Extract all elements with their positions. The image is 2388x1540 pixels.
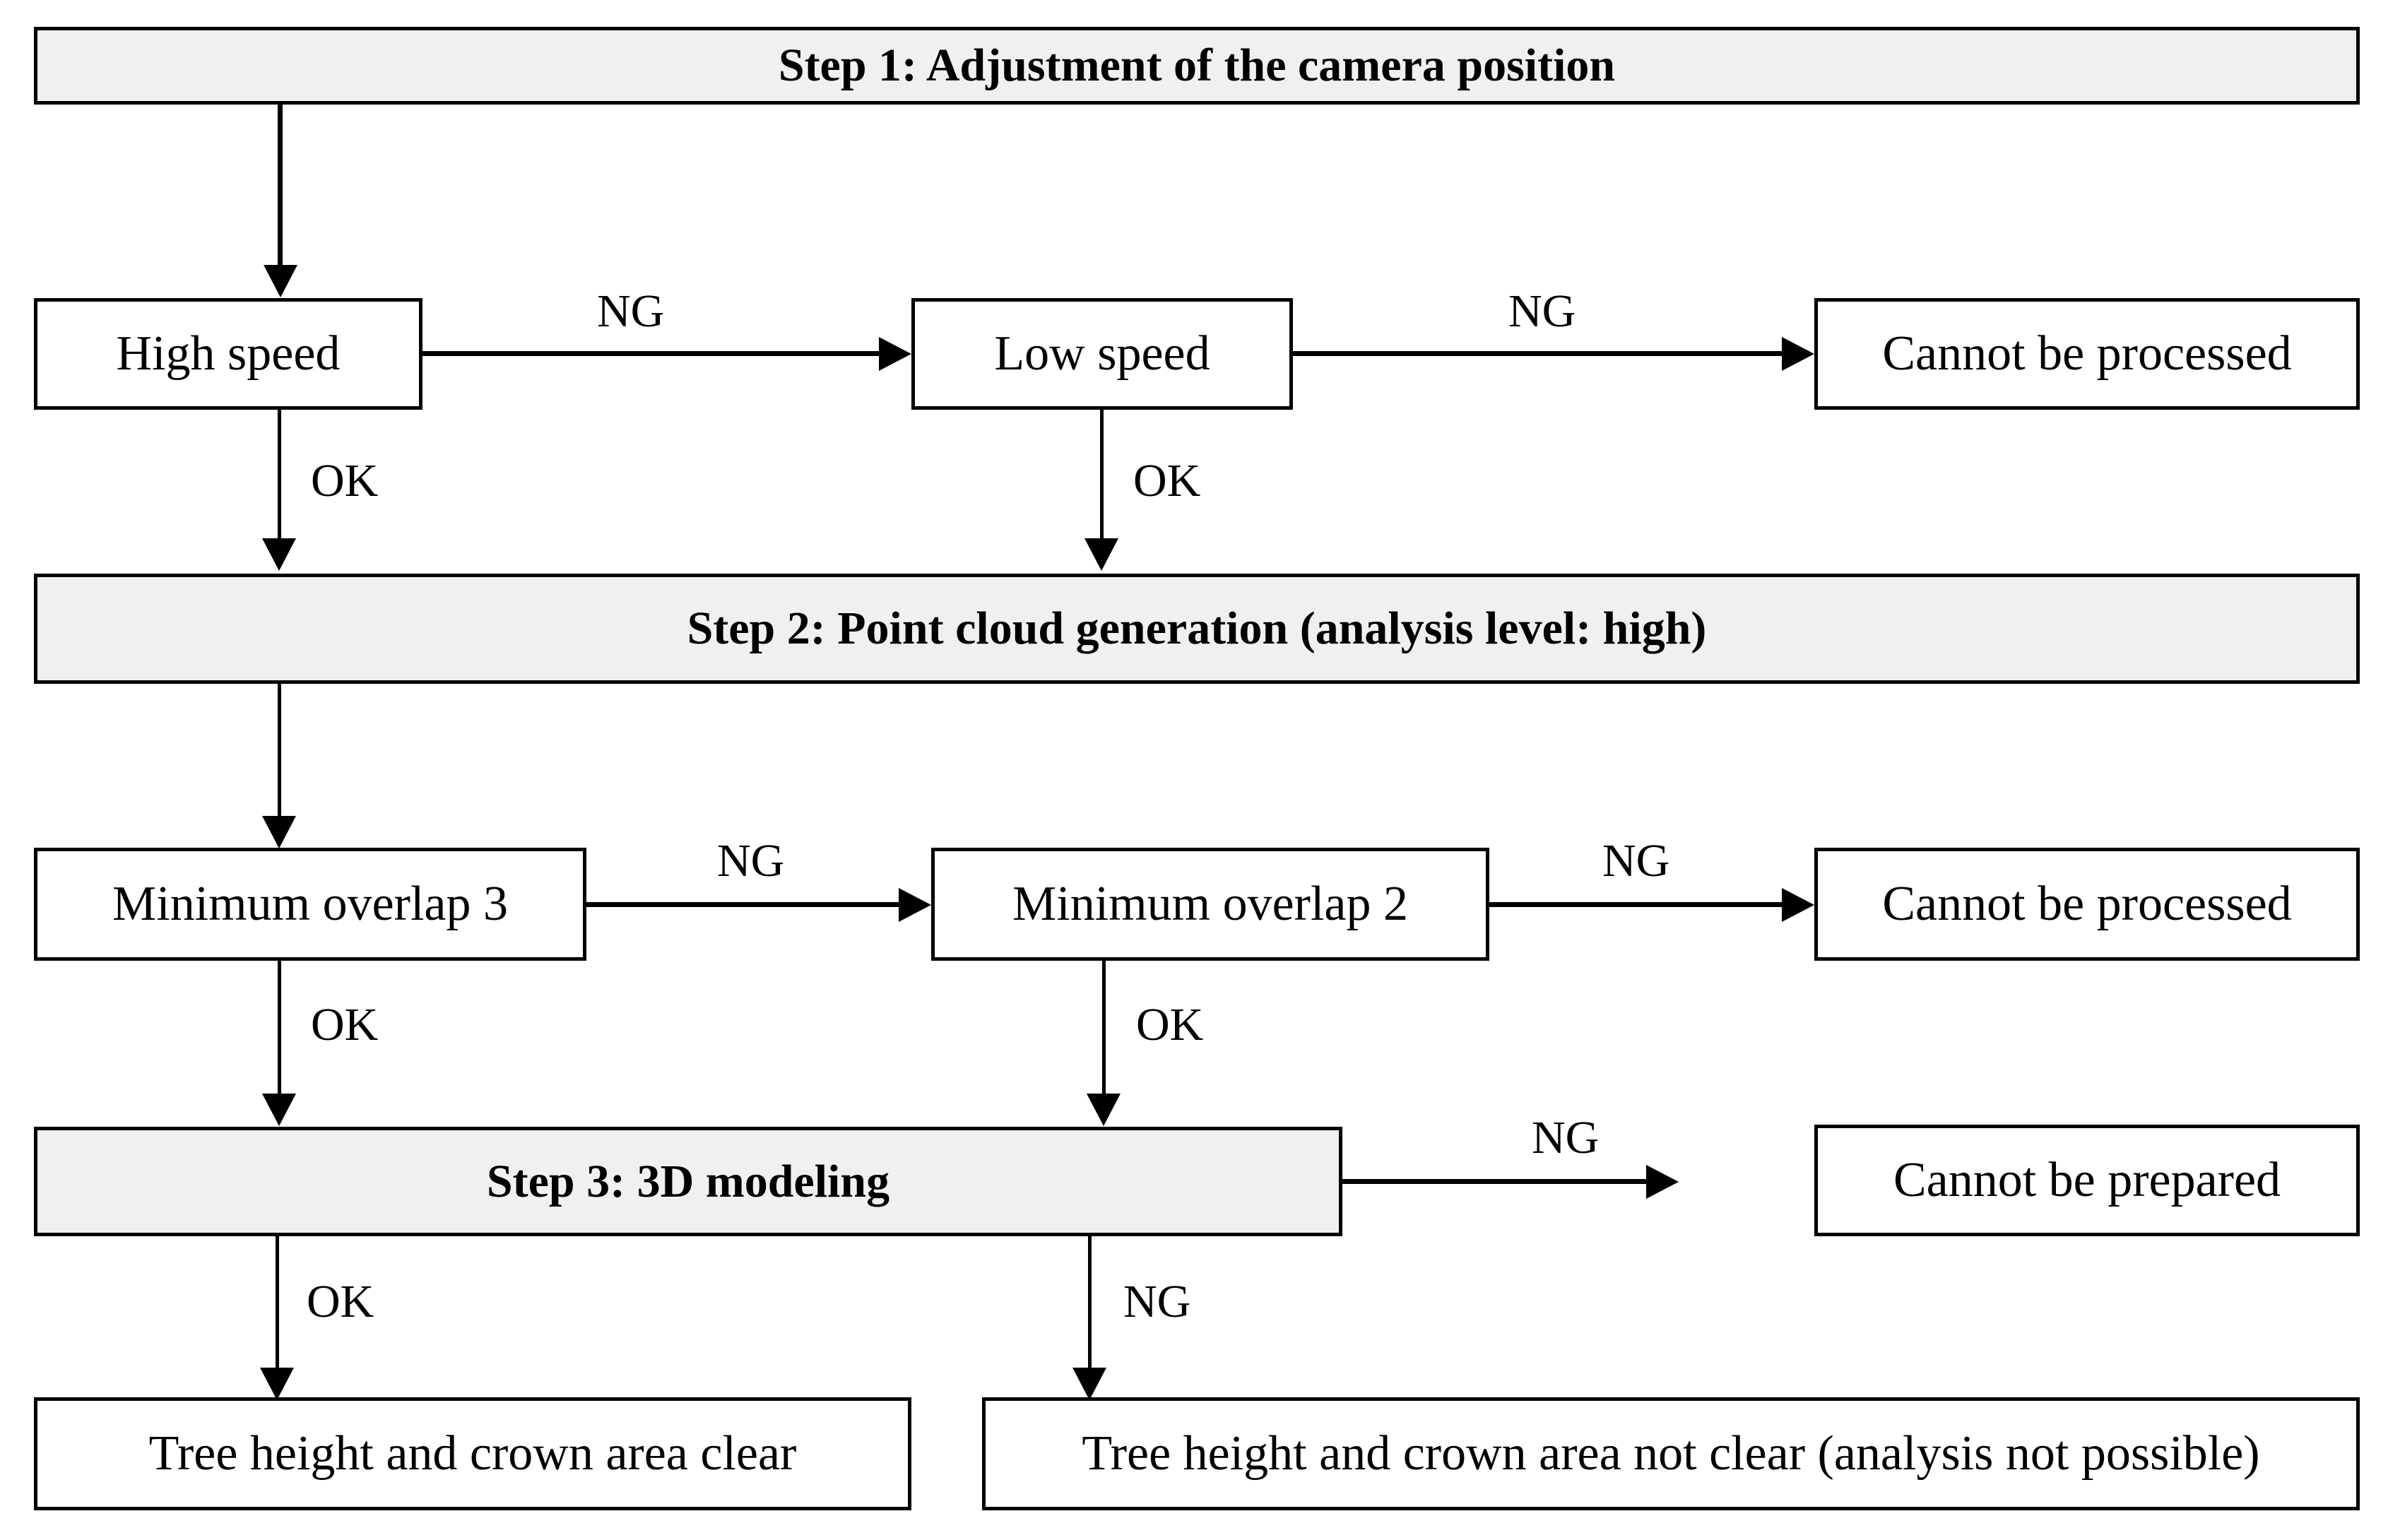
node-step1: Step 1: Adjustment of the camera positio… <box>34 27 2360 105</box>
edge-label-overlap2-to-step3: OK <box>1136 999 1204 1050</box>
node-min-overlap-2-label: Minimum overlap 2 <box>1012 877 1408 932</box>
node-cannot-be-processed-1: Cannot be processed <box>1814 298 2360 410</box>
node-low-speed-label: Low speed <box>994 326 1210 381</box>
edge-step3-to-tree-not-clear-arrow <box>1072 1368 1106 1400</box>
edge-step1-to-highspeed-line <box>278 105 283 267</box>
node-min-overlap-3-label: Minimum overlap 3 <box>112 877 508 932</box>
node-tree-clear: Tree height and crown area clear <box>34 1397 911 1510</box>
edge-step2-to-overlap3-line <box>278 684 281 818</box>
node-step2: Step 2: Point cloud generation (analysis… <box>34 574 2360 684</box>
edge-overlap3-to-step3-arrow <box>262 1094 296 1126</box>
node-high-speed: High speed <box>34 298 422 410</box>
edge-label-step3-to-tree-clear: OK <box>307 1276 374 1327</box>
node-tree-clear-label: Tree height and crown area clear <box>148 1426 797 1481</box>
edge-label-highspeed-to-lowspeed: NG <box>597 285 665 337</box>
node-low-speed: Low speed <box>911 298 1293 410</box>
node-min-overlap-3: Minimum overlap 3 <box>34 848 586 961</box>
edge-lowspeed-to-step2-arrow <box>1084 538 1118 571</box>
edge-overlap2-to-cannot2-line <box>1489 902 1783 907</box>
edge-step2-to-overlap3-arrow <box>262 816 296 848</box>
node-cannot-be-processed-2: Cannot be processed <box>1814 848 2360 961</box>
edge-label-overlap2-to-cannot2: NG <box>1602 835 1670 887</box>
edge-lowspeed-to-cannot1-line <box>1293 351 1783 356</box>
node-step3: Step 3: 3D modeling <box>34 1127 1342 1236</box>
edge-step3-to-tree-clear-arrow <box>260 1368 294 1400</box>
edge-overlap3-to-overlap2-arrow <box>899 888 931 922</box>
node-cannot-be-prepared-label: Cannot be prepared <box>1893 1153 2281 1208</box>
node-min-overlap-2: Minimum overlap 2 <box>931 848 1489 961</box>
node-step1-label: Step 1: Adjustment of the camera positio… <box>778 40 1616 92</box>
edge-step1-to-highspeed-arrow <box>264 265 297 297</box>
edge-label-overlap3-to-overlap2: NG <box>717 835 785 887</box>
edge-label-step3-to-cannot-prepared: NG <box>1532 1112 1600 1163</box>
edge-label-lowspeed-to-step2: OK <box>1133 455 1201 507</box>
node-step3-label: Step 3: 3D modeling <box>486 1155 890 1207</box>
node-tree-not-clear-label: Tree height and crown area not clear (an… <box>1082 1426 2260 1481</box>
edge-step3-to-cannot-prepared-line <box>1342 1179 1648 1184</box>
node-tree-not-clear: Tree height and crown area not clear (an… <box>982 1397 2360 1510</box>
edge-lowspeed-to-cannot1-arrow <box>1782 337 1814 371</box>
node-step2-label: Step 2: Point cloud generation (analysis… <box>687 603 1707 655</box>
edge-label-highspeed-to-step2: OK <box>311 455 379 507</box>
edge-label-step3-to-tree-not-clear: NG <box>1123 1276 1191 1327</box>
node-cannot-be-processed-2-label: Cannot be processed <box>1882 877 2292 932</box>
edge-overlap2-to-step3-line <box>1102 961 1106 1095</box>
edge-overlap3-to-step3-line <box>278 961 281 1095</box>
edge-overlap3-to-overlap2-line <box>586 902 900 907</box>
node-high-speed-label: High speed <box>116 326 341 381</box>
node-cannot-be-processed-1-label: Cannot be processed <box>1882 326 2292 381</box>
edge-overlap2-to-cannot2-arrow <box>1782 888 1814 922</box>
edge-overlap2-to-step3-arrow <box>1087 1094 1121 1126</box>
edge-label-overlap3-to-step3: OK <box>311 999 379 1050</box>
edge-label-lowspeed-to-cannot1: NG <box>1508 285 1576 337</box>
edge-highspeed-to-lowspeed-line <box>422 351 880 356</box>
edge-lowspeed-to-step2-line <box>1100 410 1104 540</box>
edge-highspeed-to-step2-arrow <box>262 538 296 571</box>
edge-step3-to-tree-clear-line <box>276 1236 279 1370</box>
edge-highspeed-to-lowspeed-arrow <box>879 337 911 371</box>
edge-highspeed-to-step2-line <box>278 410 281 540</box>
node-cannot-be-prepared: Cannot be prepared <box>1814 1125 2360 1236</box>
edge-step3-to-tree-not-clear-line <box>1088 1236 1092 1370</box>
edge-step3-to-cannot-prepared-arrow <box>1646 1165 1679 1199</box>
